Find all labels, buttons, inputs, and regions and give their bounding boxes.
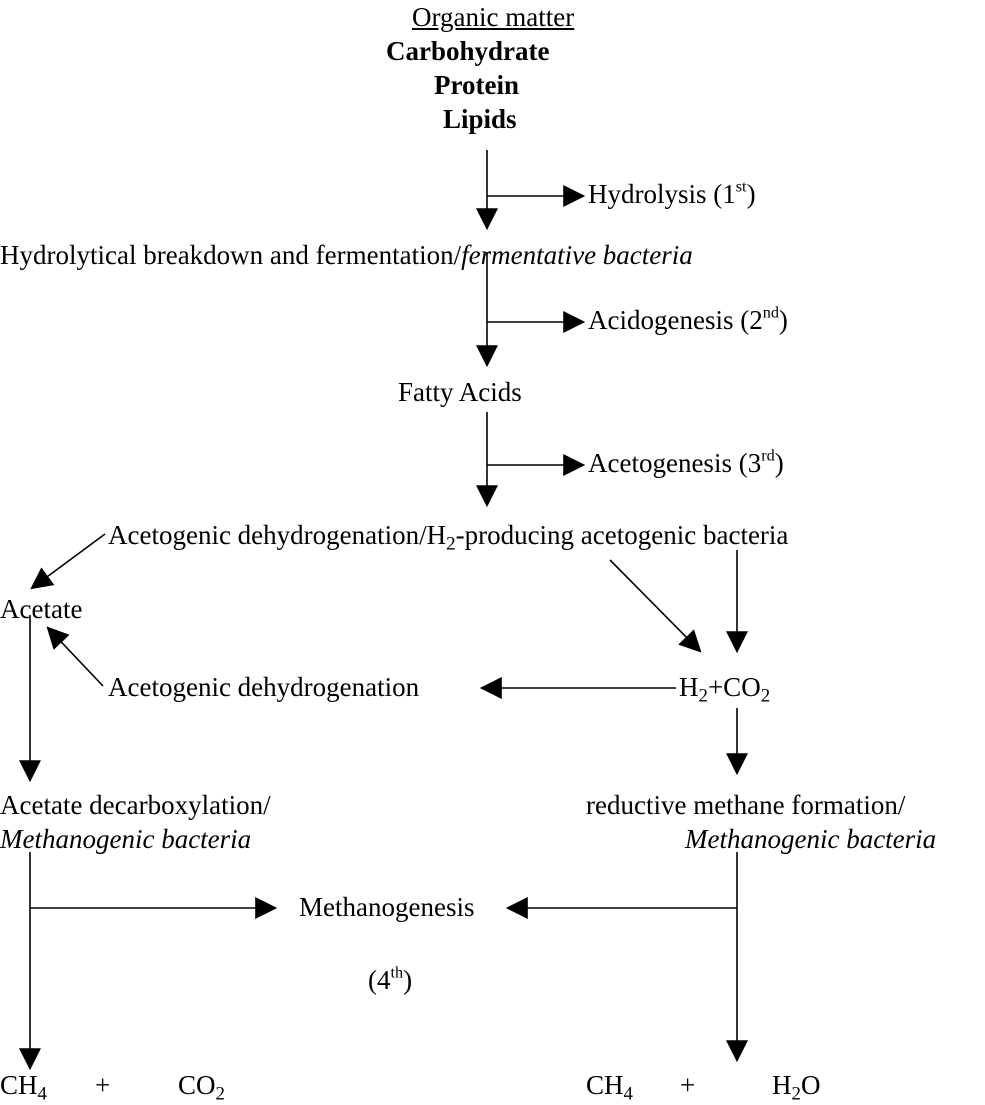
- product-left-ch4: CH4: [0, 1070, 47, 1105]
- arrow-to-acetate-from-dehydrogenation: [46, 626, 104, 687]
- product-left-co2: CO2: [178, 1070, 225, 1105]
- node-fatty-acids: Fatty Acids: [398, 377, 522, 407]
- arrow-to-acetate: [30, 533, 106, 590]
- product-right-ch4: CH4: [586, 1070, 633, 1105]
- node-acetate-decarboxylation-organism: Methanogenic bacteria: [0, 824, 252, 854]
- stage-acetogenesis: Acetogenesis (3rd): [588, 446, 784, 478]
- node-reductive-methane: reductive methane formation/: [586, 790, 906, 820]
- organic-item-carbohydrate: Carbohydrate: [386, 36, 550, 66]
- product-right-plus: +: [680, 1070, 696, 1100]
- arrow-to-h2co2-diag: [609, 559, 702, 653]
- node-acetate: Acetate: [0, 594, 83, 624]
- node-acetogenic-top: Acetogenic dehydrogenation/H2-producing …: [108, 520, 789, 555]
- organic-item-protein: Protein: [434, 70, 519, 100]
- stage-hydrolysis: Hydrolysis (1st): [588, 177, 756, 209]
- node-reductive-methane-organism: Methanogenic bacteria: [685, 824, 937, 854]
- product-right-h2o: H2O: [772, 1070, 821, 1105]
- node-h2-co2: H2+CO2: [679, 672, 771, 707]
- organic-item-lipids: Lipids: [443, 104, 517, 134]
- stage-methanogenesis: Methanogenesis: [299, 892, 475, 922]
- stage-acidogenesis: Acidogenesis (2nd): [588, 303, 788, 335]
- node-hydrolytical-breakdown: Hydrolytical breakdown and fermentation/…: [0, 240, 693, 270]
- product-left-plus: +: [95, 1070, 111, 1100]
- node-acetogenic-dehydrogenation: Acetogenic dehydrogenation: [108, 672, 420, 702]
- organic-matter-title: Organic matter: [412, 2, 575, 32]
- stage-methanogenesis-step: (4th): [368, 963, 413, 995]
- node-acetate-decarboxylation: Acetate decarboxylation/: [0, 790, 271, 820]
